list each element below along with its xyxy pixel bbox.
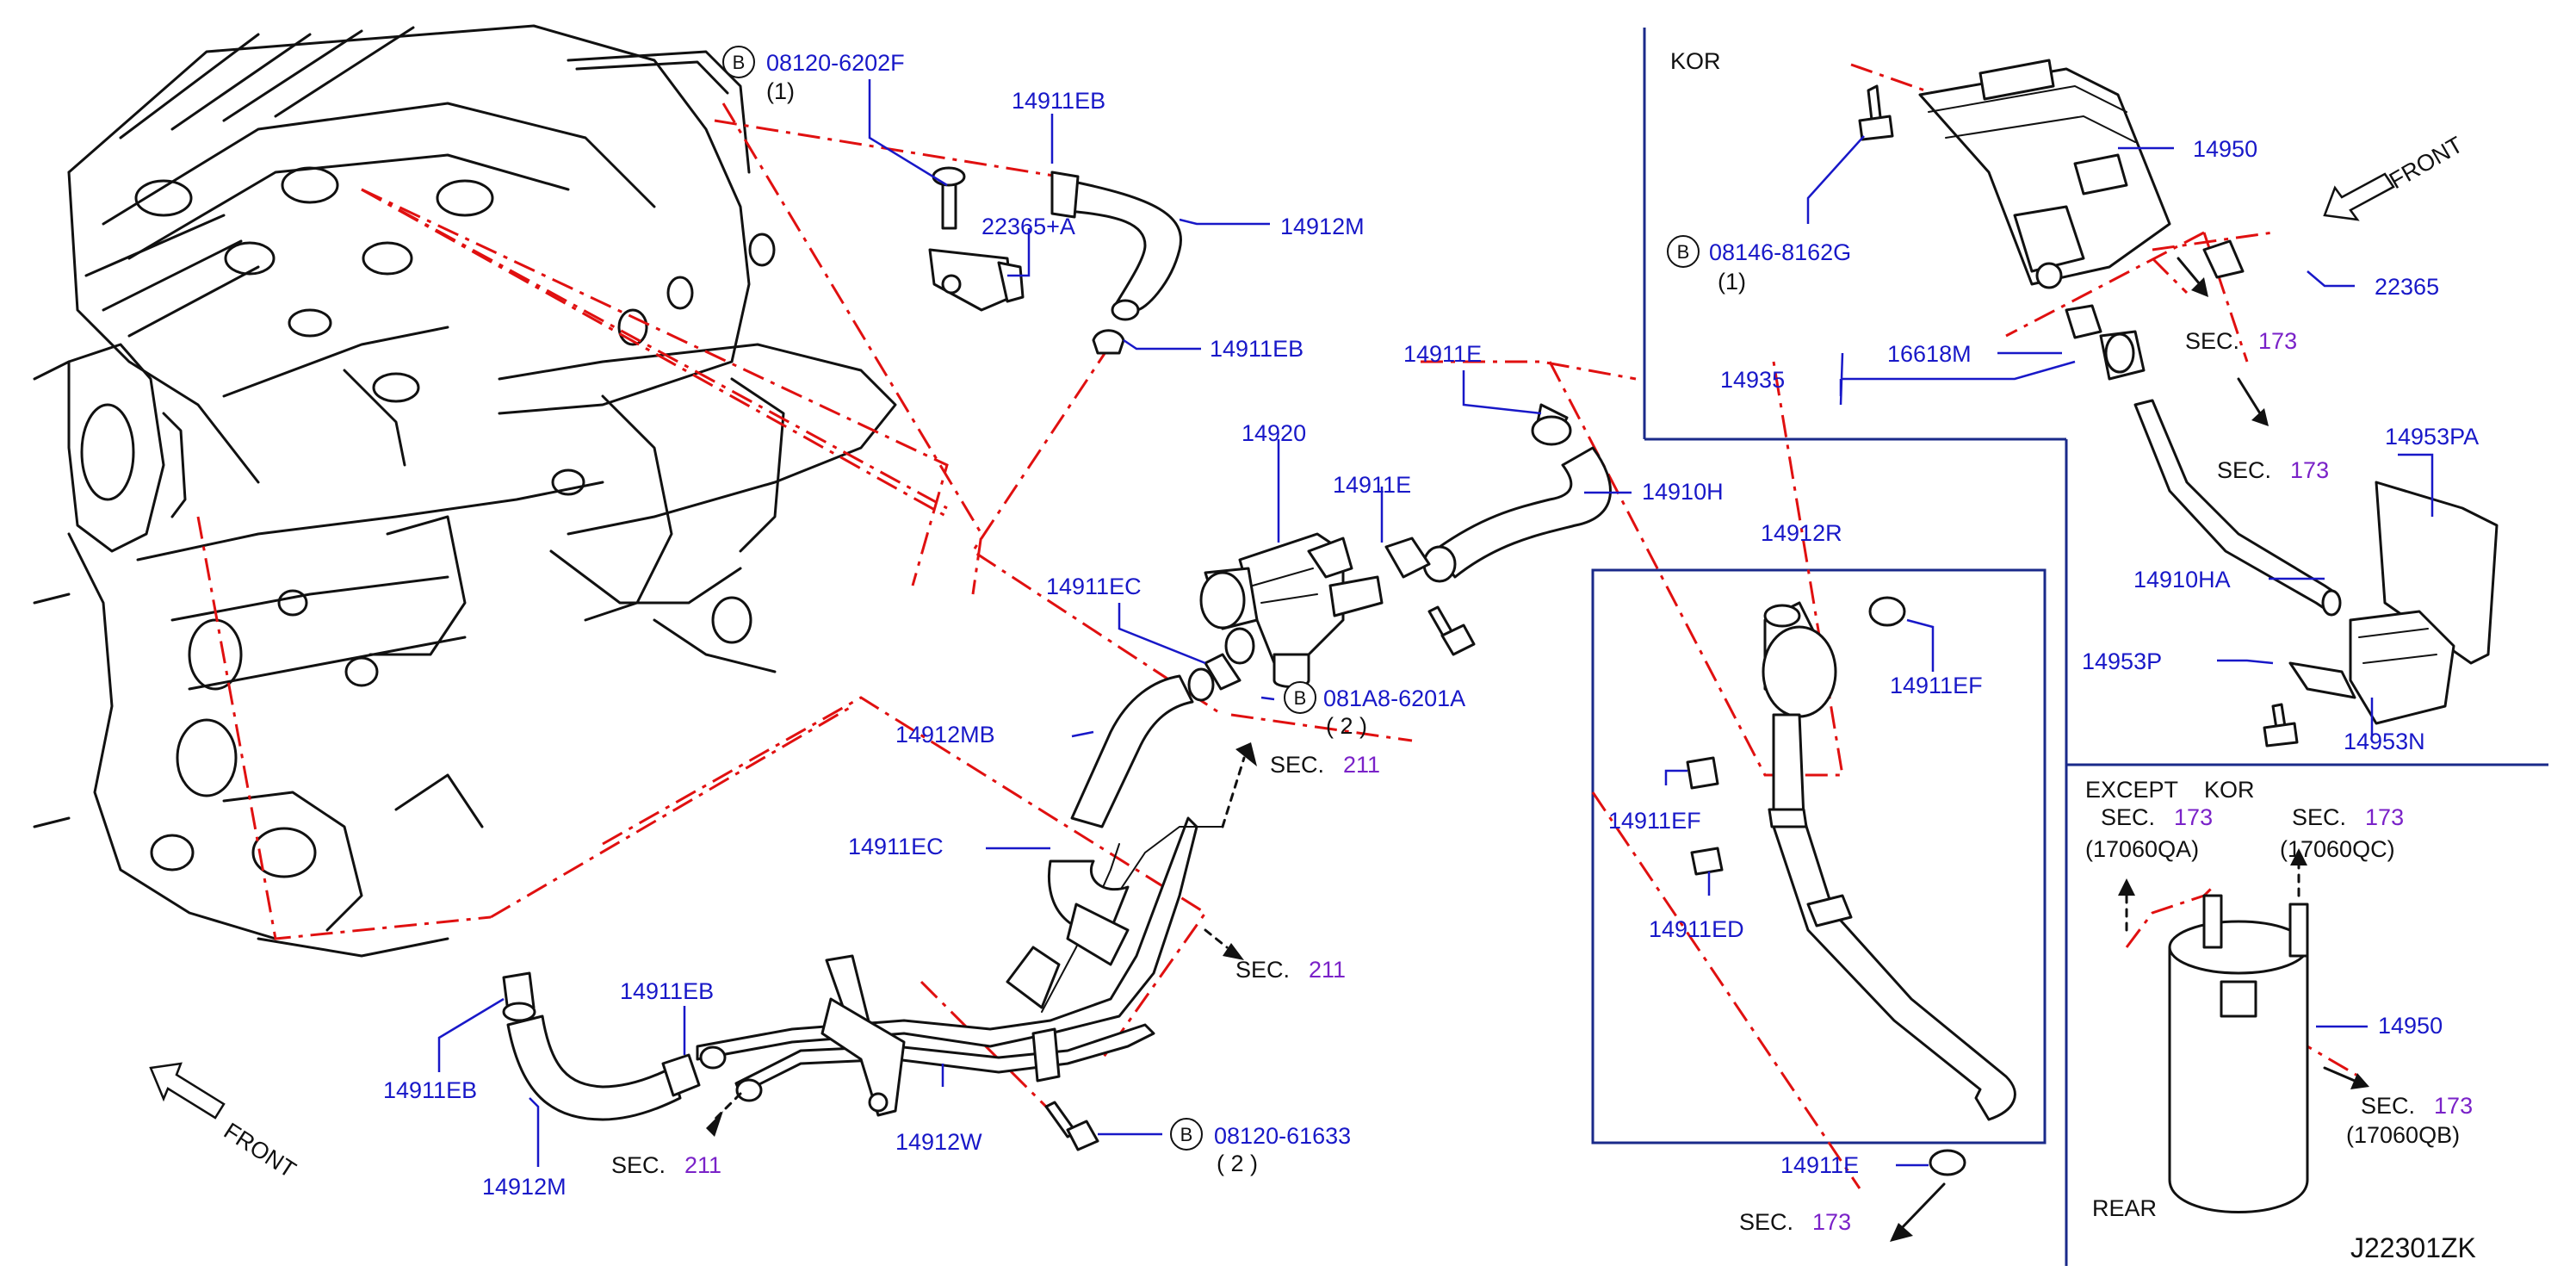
label-14911EC-top: 14911EC	[1046, 574, 1142, 599]
sec-173-a: SEC.173	[1739, 1209, 1851, 1235]
pipe-assembly-14912W	[696, 816, 1223, 1117]
bolt-14953P	[2263, 703, 2299, 748]
label-22365A: 22365+A	[981, 214, 1075, 239]
label-14950-kor: 14950	[2193, 136, 2257, 162]
code-17060QB: (17060QB)	[2346, 1122, 2460, 1148]
heading-rear: REAR	[2092, 1195, 2157, 1221]
qty-08120-6202F: (1)	[766, 78, 795, 104]
label-14912W: 14912W	[895, 1129, 982, 1155]
label-14910HA: 14910HA	[2133, 567, 2231, 592]
valve-14920	[1199, 532, 1384, 688]
label-14950-except-kor: 14950	[2378, 1013, 2443, 1039]
label-14911EB-top: 14911EB	[1012, 88, 1105, 114]
hose-14912M-lower	[502, 971, 701, 1121]
label-14935: 14935	[1720, 367, 1785, 393]
hose-14910HA	[2133, 399, 2342, 617]
front-label-right: FRONT	[2385, 132, 2468, 194]
bolt-081A8	[1427, 605, 1476, 656]
label-14911E-bot: 14911E	[1780, 1152, 1859, 1178]
hose-14912R	[1686, 596, 2016, 1176]
bolt-markers: B B B B	[722, 46, 1700, 1151]
sec-173-d: SEC.173	[2101, 804, 2213, 830]
label-14911EC-bot: 14911EC	[848, 834, 944, 859]
sec-211-b: SEC.211	[1235, 957, 1346, 983]
leader-lines	[437, 79, 2434, 1167]
label-08146-8162G: 08146-8162G	[1709, 239, 1851, 265]
label-14911E-top: 14911E	[1403, 341, 1482, 367]
section-arrows	[706, 257, 2369, 1242]
bolt-marker-2: B	[1294, 687, 1307, 709]
sensor-22365A	[928, 166, 1025, 312]
label-14911EB-left: 14911EB	[383, 1077, 477, 1103]
code-17060QA: (17060QA)	[2085, 836, 2199, 862]
front-arrow-left-icon	[149, 1062, 226, 1120]
hose-14910H	[1384, 403, 1612, 583]
part-labels: 08120-6202F (1) 14911EB 22365+A 14912M 1…	[383, 50, 2479, 1200]
label-08120-6202F: 08120-6202F	[766, 50, 905, 76]
canister-14950-except-kor	[2168, 894, 2309, 1213]
front-arrow-right-icon	[2323, 172, 2395, 221]
engine-block-drawing	[33, 24, 897, 958]
bolt-marker-3: B	[1180, 1124, 1193, 1145]
diagram-code: J22301ZK	[2350, 1232, 2476, 1263]
label-14912M-top: 14912M	[1280, 214, 1365, 239]
hose-14912MB	[1070, 627, 1255, 828]
bolt-marker-4: B	[1677, 241, 1690, 263]
label-14911ED: 14911ED	[1649, 916, 1744, 942]
code-17060QC: (17060QC)	[2280, 836, 2395, 862]
label-14920: 14920	[1242, 420, 1306, 446]
label-14911EF-left: 14911EF	[1608, 808, 1701, 834]
label-22365: 22365	[2375, 274, 2439, 300]
label-14911EB-mid: 14911EB	[1210, 336, 1303, 362]
label-14912R: 14912R	[1761, 520, 1842, 546]
detail-box-14912R	[1591, 568, 2047, 1145]
hose-14912M-upper	[1050, 171, 1182, 355]
region-dividers	[1591, 28, 2548, 1266]
label-14953N: 14953N	[2344, 729, 2425, 754]
sec-173-c: SEC.173	[2217, 457, 2329, 483]
bolt-marker-1: B	[733, 52, 746, 73]
sec-173-b: SEC.173	[2185, 328, 2297, 354]
label-14912MB: 14912MB	[895, 722, 995, 748]
valve-14935	[2065, 239, 2245, 381]
qty-081A8-6201A: ( 2 )	[1326, 713, 1367, 739]
filter-14953N	[2288, 610, 2455, 725]
label-14911EB-bot: 14911EB	[620, 978, 714, 1004]
label-08120-61633: 08120-61633	[1214, 1123, 1351, 1149]
qty-08146-8162G: (1)	[1718, 269, 1746, 295]
sec-211-c: SEC.211	[611, 1152, 721, 1178]
label-14910H: 14910H	[1642, 479, 1724, 505]
label-14953PA: 14953PA	[2385, 424, 2479, 450]
sec-211-a: SEC.211	[1270, 752, 1380, 778]
bolt-08120-61633	[1044, 1101, 1099, 1151]
label-14953P: 14953P	[2082, 648, 2162, 674]
front-label-left: FRONT	[220, 1118, 300, 1183]
sec-173-f: SEC.173	[2361, 1093, 2473, 1119]
label-14911EF-right: 14911EF	[1890, 673, 1983, 698]
qty-08120-61633: ( 2 )	[1217, 1151, 1258, 1176]
label-081A8-6201A: 081A8-6201A	[1323, 686, 1465, 711]
canister-14950-kor	[1918, 59, 2171, 289]
label-14911E-mid: 14911E	[1333, 472, 1411, 498]
bolt-08146-8162G	[1858, 84, 1894, 141]
sec-173-e: SEC.173	[2292, 804, 2404, 830]
heading-kor: KOR	[1670, 48, 1721, 74]
section-references: SEC.211 SEC.211 SEC.211 SEC.173 SEC.173 …	[611, 328, 2473, 1235]
label-14912M-bot: 14912M	[482, 1174, 567, 1200]
label-16618M: 16618M	[1887, 341, 1972, 367]
